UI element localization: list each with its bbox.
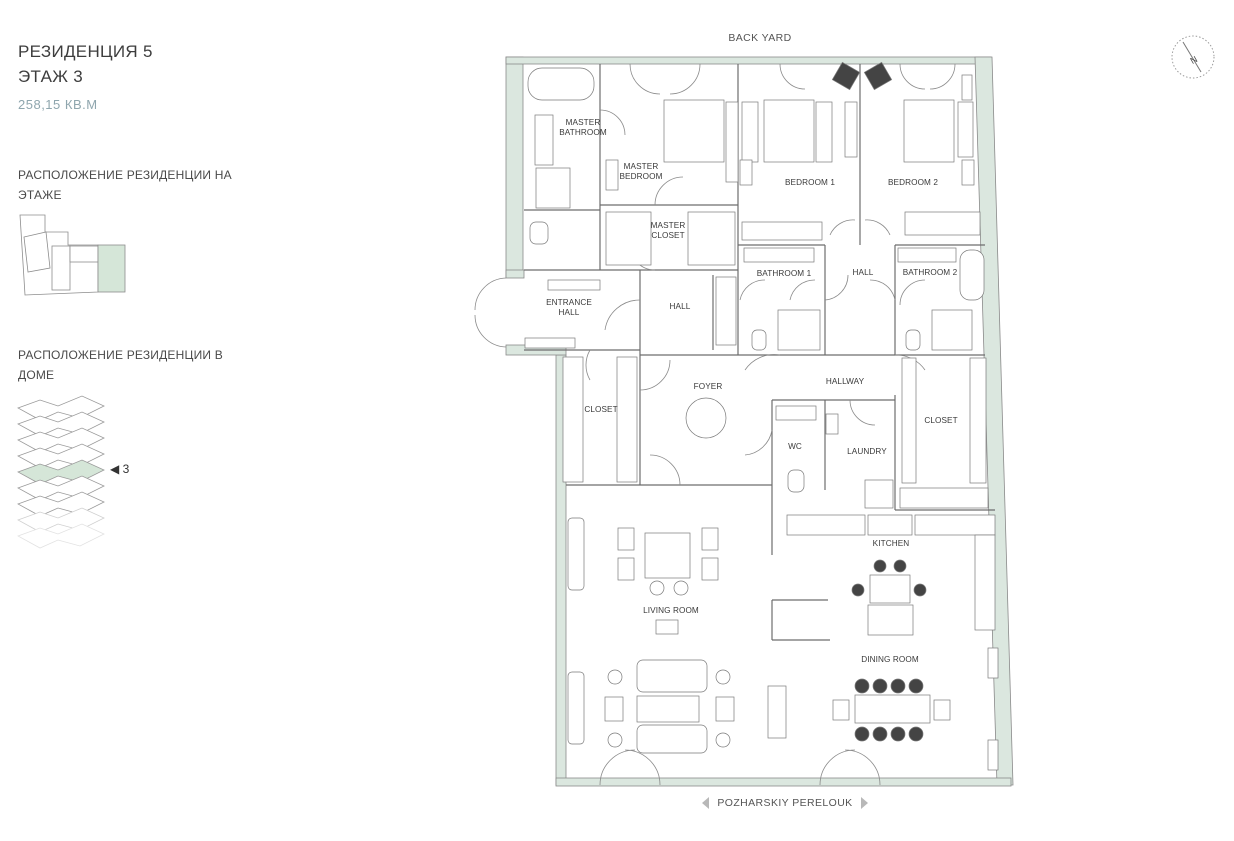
- arrow-left-icon: [702, 797, 709, 809]
- building-stack-icon: [17, 395, 105, 549]
- floor-position-thumbnail: [19, 214, 126, 296]
- room-kitchen: KITCHEN: [872, 539, 910, 548]
- current-floor-number: 3: [122, 462, 130, 476]
- sofa-icon: [636, 659, 708, 693]
- vanity-icon: [534, 114, 554, 166]
- room-closet-left: CLOSET: [584, 405, 618, 414]
- toilet-icon: [529, 221, 549, 245]
- furniture-symbols: [524, 61, 999, 771]
- room-closet-right: CLOSET: [924, 416, 958, 425]
- floor-title: ЭТАЖ 3: [18, 67, 84, 86]
- room-laundry: LAUNDRY: [847, 447, 887, 456]
- compass-icon: N: [1171, 35, 1215, 79]
- room-foyer: FOYER: [693, 382, 723, 391]
- room-master-bathroom: MASTER BATHROOM: [559, 118, 607, 137]
- room-bathroom-1: BATHROOM 1: [756, 269, 812, 278]
- room-entrance-hall: ENTRANCE HALL: [546, 298, 592, 317]
- room-hallway: HALLWAY: [825, 377, 865, 386]
- compass-n-label: N: [1189, 54, 1200, 66]
- kitchen-table-icon: [869, 574, 911, 604]
- backyard-label: BACK YARD: [728, 32, 792, 44]
- bed2-icon: [903, 99, 955, 163]
- shower-icon: [535, 167, 571, 209]
- room-wc: WC: [788, 442, 802, 451]
- room-dining-room: DINING ROOM: [861, 655, 919, 664]
- room-bedroom-1: BEDROOM 1: [784, 178, 836, 187]
- bed1-icon: [763, 99, 815, 163]
- arrow-right-icon: [861, 797, 868, 809]
- interior-walls: [524, 64, 995, 641]
- master-bed-icon: [663, 99, 725, 163]
- foyer-table-icon: [685, 397, 727, 439]
- room-bathroom-2: BATHROOM 2: [902, 268, 958, 277]
- street-label: POZHARSKIY PERELOUK: [717, 797, 853, 809]
- room-master-closet: MASTER CLOSET: [650, 221, 686, 240]
- coffee-table-icon: [644, 532, 691, 579]
- room-living-room: LIVING ROOM: [643, 606, 699, 615]
- floor-location-label: РАСПОЛОЖЕНИЕ РЕЗИДЕНЦИИ НА ЭТАЖЕ: [18, 168, 232, 202]
- residence-area: 258,15 КВ.М: [18, 97, 98, 112]
- door-swings: [474, 63, 956, 786]
- dining-table-icon: [854, 694, 931, 724]
- residence-title: РЕЗИДЕНЦИЯ 5: [18, 42, 153, 61]
- room-master-bedroom: MASTER BEDROOM: [619, 162, 663, 181]
- room-hall-upper: HALL: [852, 268, 874, 277]
- building-location-label: РАСПОЛОЖЕНИЕ РЕЗИДЕНЦИИ В ДОМЕ: [18, 348, 223, 382]
- current-floor-marker: ◀ 3: [110, 462, 130, 476]
- bathtub-icon: [527, 67, 595, 101]
- room-bedroom-2: BEDROOM 2: [887, 178, 939, 187]
- room-hall: HALL: [669, 302, 691, 311]
